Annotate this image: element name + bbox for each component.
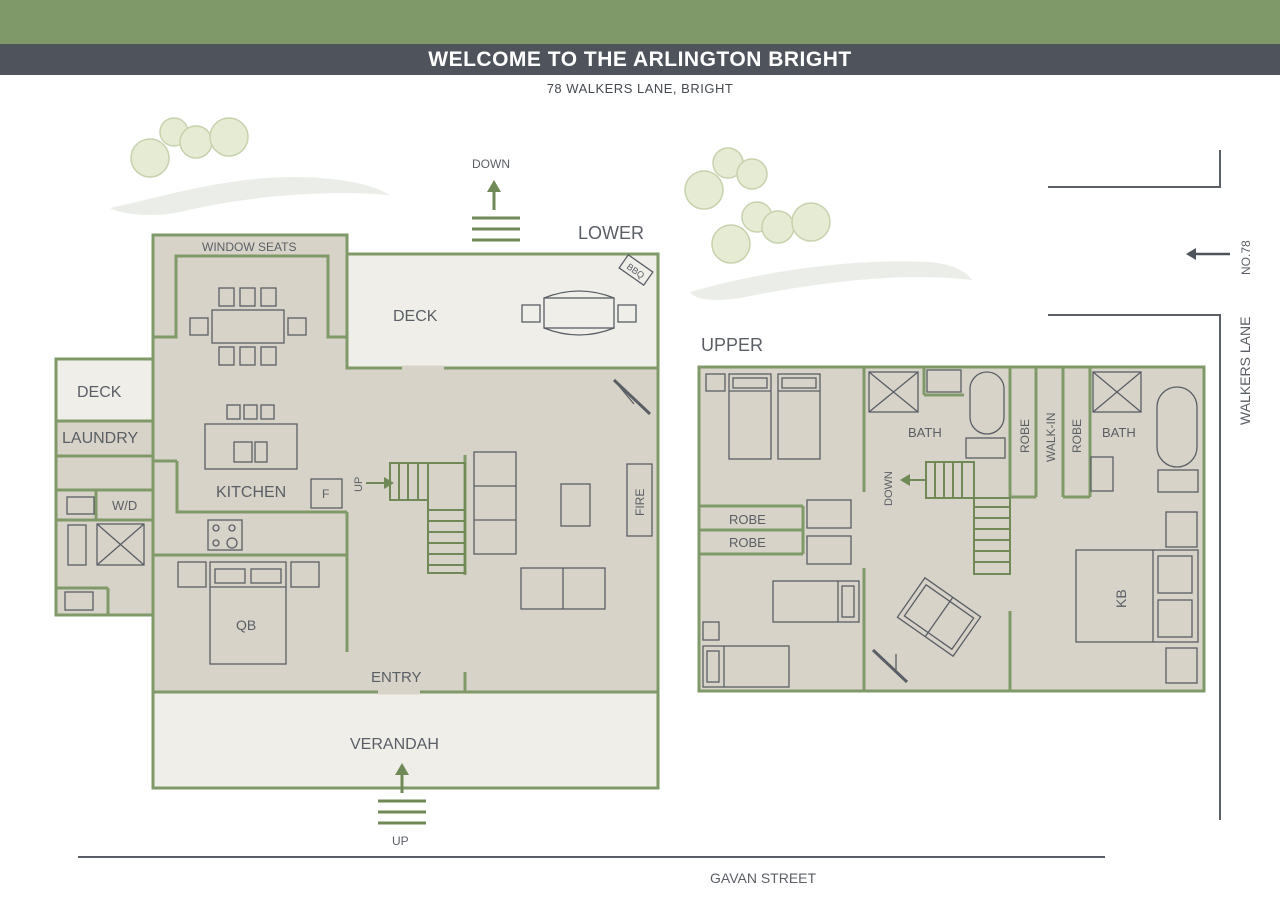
label-deck-side: DECK — [77, 384, 122, 401]
label-robe-3: ROBE — [729, 512, 766, 527]
label-fridge: F — [322, 487, 329, 501]
gavan-street-label: GAVAN STREET — [710, 870, 817, 886]
label-up-stairs: UP — [353, 477, 365, 492]
label-bath-2: BATH — [1102, 425, 1136, 440]
label-down-upper: DOWN — [883, 471, 895, 506]
label-bath-1: BATH — [908, 425, 942, 440]
label-qb: QB — [236, 617, 256, 633]
trees-right — [684, 147, 831, 264]
lower-floor — [54, 233, 660, 790]
lower-stairs — [366, 462, 466, 574]
ground-swoosh-right — [690, 261, 972, 300]
label-window-seats: WINDOW SEATS — [202, 240, 296, 254]
label-kitchen: KITCHEN — [216, 484, 286, 501]
upper-stairs — [908, 461, 1011, 575]
title-bar: WELCOME TO THE ARLINGTON BRIGHT — [0, 44, 1280, 75]
down-stairs-top — [472, 180, 520, 242]
door-gaps — [378, 365, 444, 695]
top-green-band — [0, 0, 1280, 44]
label-robe-4: ROBE — [729, 535, 766, 550]
label-walk-in: WALK-IN — [1044, 412, 1058, 462]
label-fire: FIRE — [633, 489, 647, 516]
upper-furniture — [702, 369, 1199, 688]
trees-left — [130, 117, 249, 178]
upper-stairs-arrowhead — [900, 474, 910, 486]
label-deck-main: DECK — [393, 308, 438, 325]
label-up-bottom: UP — [392, 834, 409, 848]
street-arrow — [1186, 248, 1230, 260]
label-robe-2: ROBE — [1070, 419, 1084, 453]
label-robe-1: ROBE — [1018, 419, 1032, 453]
address-subtitle: 78 WALKERS LANE, BRIGHT — [546, 81, 734, 96]
lower-heading: LOWER — [578, 223, 644, 243]
upper-heading: UPPER — [701, 335, 763, 355]
site-lines — [78, 150, 1221, 858]
lower-furniture — [64, 253, 654, 665]
upper-interior-walls — [699, 367, 1092, 691]
label-wd: W/D — [112, 498, 137, 513]
page-title: WELCOME TO THE ARLINGTON BRIGHT — [428, 47, 852, 71]
stairs-up-arrowhead — [384, 477, 394, 489]
label-kb: KB — [1113, 589, 1129, 608]
label-laundry: LAUNDRY — [62, 430, 139, 447]
label-verandah: VERANDAH — [350, 736, 439, 753]
walkers-lane-label: WALKERS LANE — [1237, 317, 1253, 425]
label-entry: ENTRY — [371, 669, 422, 686]
ground-swoosh-left — [110, 177, 390, 215]
verandah-steps — [378, 763, 426, 825]
house-number: NO.78 — [1239, 240, 1253, 275]
down-label-top: DOWN — [472, 157, 510, 171]
